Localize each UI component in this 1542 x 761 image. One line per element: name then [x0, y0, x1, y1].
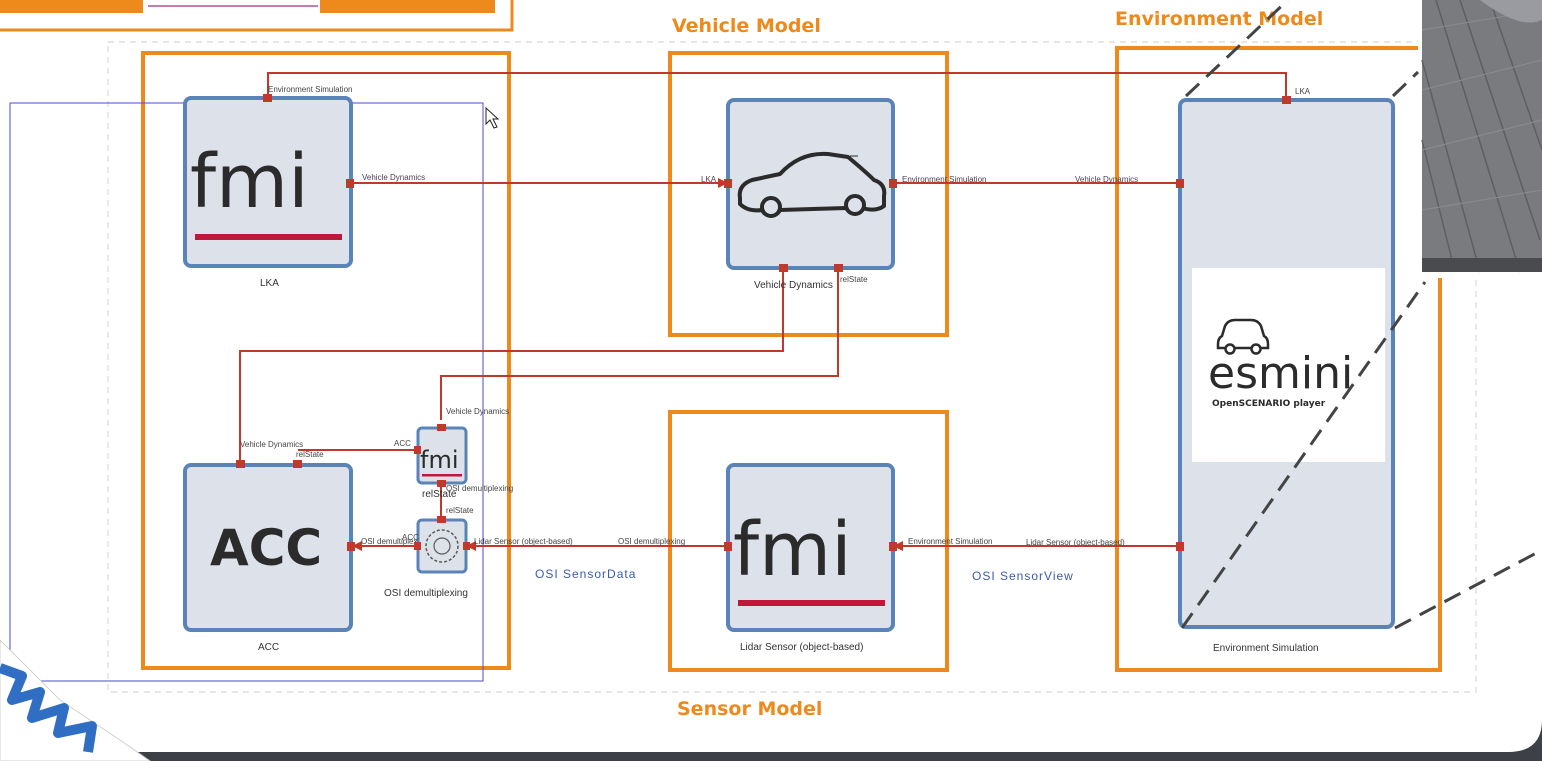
vd-port-bottom-1[interactable] — [779, 264, 788, 272]
demux-port-acc-label: ACC — [402, 533, 419, 542]
vd-port-env-sim-label: Environment Simulation — [902, 175, 986, 184]
logo-watermark — [0, 639, 151, 761]
rel-port-acc-label: ACC — [394, 439, 411, 448]
dashed-frame — [107, 41, 1477, 693]
lidar-port-left[interactable] — [724, 542, 732, 551]
lka-logo-underline — [195, 234, 342, 240]
lka-fmi-logo: fmi — [190, 139, 309, 225]
lka-label: LKA — [260, 278, 279, 289]
vd-port-relstate-label: relState — [840, 275, 868, 284]
env-port-left-1[interactable] — [1176, 179, 1184, 188]
acc-port-top-1[interactable] — [236, 460, 245, 468]
vehicle-dynamics-block[interactable] — [726, 98, 895, 270]
rel-port-bottom[interactable] — [437, 480, 446, 487]
env-port-lidar-label: Lidar Sensor (object-based) — [1026, 538, 1125, 547]
environment-model-title: Environment Model — [1115, 8, 1323, 30]
vehicle-model-title: Vehicle Model — [672, 15, 821, 37]
lidar-sensor-block[interactable]: fmi — [726, 463, 895, 632]
top-left-panel — [0, 0, 515, 32]
environment-simulation-label: Environment Simulation — [1213, 643, 1319, 654]
esmini-tagline: OpenSCENARIO player — [1212, 399, 1326, 409]
acc-logo: ACC — [210, 519, 322, 577]
vd-port-left[interactable] — [724, 179, 732, 188]
rel-port-left[interactable] — [414, 446, 421, 454]
lidar-port-right[interactable] — [889, 542, 897, 551]
esmini-car-icon — [1216, 318, 1270, 355]
acc-port-vehicle-dynamics-label: Vehicle Dynamics — [240, 440, 303, 449]
lidar-sensor-label: Lidar Sensor (object-based) — [740, 642, 863, 653]
3d-view-inset — [1418, 0, 1542, 278]
demux-port-lidar-label: Lidar Sensor (object-based) — [474, 537, 573, 546]
esmini-logo-panel — [1192, 268, 1385, 462]
sensor-model-title: Sensor Model — [677, 698, 822, 720]
connector-vehicle-relstate — [440, 268, 839, 420]
rel-port-top[interactable] — [437, 424, 446, 431]
rel-port-osi-label: OSI demultiplexing — [446, 484, 513, 493]
acc-port-top-2[interactable] — [293, 460, 302, 468]
env-port-lka-label: LKA — [1295, 87, 1311, 96]
vd-port-right[interactable] — [889, 179, 897, 188]
left-group-box — [141, 51, 511, 670]
lidar-logo-underline — [738, 600, 885, 606]
demux-port-right[interactable] — [463, 542, 470, 550]
acc-label: ACC — [258, 642, 279, 653]
environment-simulation-block[interactable]: esmini OpenSCENARIO player — [1178, 98, 1395, 629]
osi-demux-icon — [425, 529, 459, 563]
lka-port-vehicle-dynamics-label: Vehicle Dynamics — [362, 173, 425, 182]
vehicle-model-box — [668, 51, 949, 337]
env-port-vehicle-dynamics-label: Vehicle Dynamics — [1075, 175, 1138, 184]
relstate-fmi-logo: fmi — [420, 446, 459, 474]
connector-vehicle-acc — [239, 268, 784, 462]
osi-demux-block[interactable] — [416, 518, 468, 574]
demux-port-left[interactable] — [414, 542, 421, 550]
esmini-wordmark: esmini — [1208, 348, 1353, 399]
demux-port-relstate-label: relState — [446, 506, 474, 515]
relstate-label: relState — [422, 489, 457, 500]
env-port-left-2[interactable] — [1176, 542, 1184, 551]
environment-model-box — [1115, 46, 1442, 672]
cursor-icon — [485, 106, 500, 129]
lka-port-top[interactable] — [263, 94, 272, 102]
lka-port-env-sim-label: Environment Simulation — [268, 85, 352, 94]
env-port-top[interactable] — [1282, 96, 1291, 104]
lidar-port-osi-label: OSI demultiplexing — [618, 537, 685, 546]
osi-sensorview-label: OSI SensorView — [972, 569, 1074, 583]
acc-port-right[interactable] — [347, 542, 355, 551]
connectors — [239, 72, 1287, 547]
acc-block[interactable]: ACC — [183, 463, 353, 632]
vd-port-lka-label: LKA — [701, 175, 717, 184]
lka-port-right[interactable] — [346, 179, 354, 188]
lka-block[interactable]: fmi — [183, 96, 353, 268]
connector-lka-env-top — [267, 72, 1287, 98]
sensor-model-box — [668, 410, 949, 672]
acc-port-osi-label: OSI demultiplexing — [361, 537, 428, 546]
acc-port-relstate-label: relState — [296, 450, 324, 459]
lidar-fmi-logo: fmi — [733, 507, 852, 593]
osi-demux-label: OSI demultiplexing — [384, 588, 468, 599]
osi-sensordata-label: OSI SensorData — [535, 567, 636, 581]
relstate-block[interactable]: fmi — [416, 426, 468, 485]
vd-port-bottom-2[interactable] — [834, 264, 843, 272]
demux-port-top[interactable] — [437, 516, 446, 523]
vehicle-dynamics-label: Vehicle Dynamics — [754, 280, 833, 291]
lidar-port-env-sim-label: Environment Simulation — [908, 537, 992, 546]
rel-port-vehicle-dynamics-label: Vehicle Dynamics — [446, 407, 509, 416]
zoom-dashed-lines — [1180, 0, 1542, 630]
